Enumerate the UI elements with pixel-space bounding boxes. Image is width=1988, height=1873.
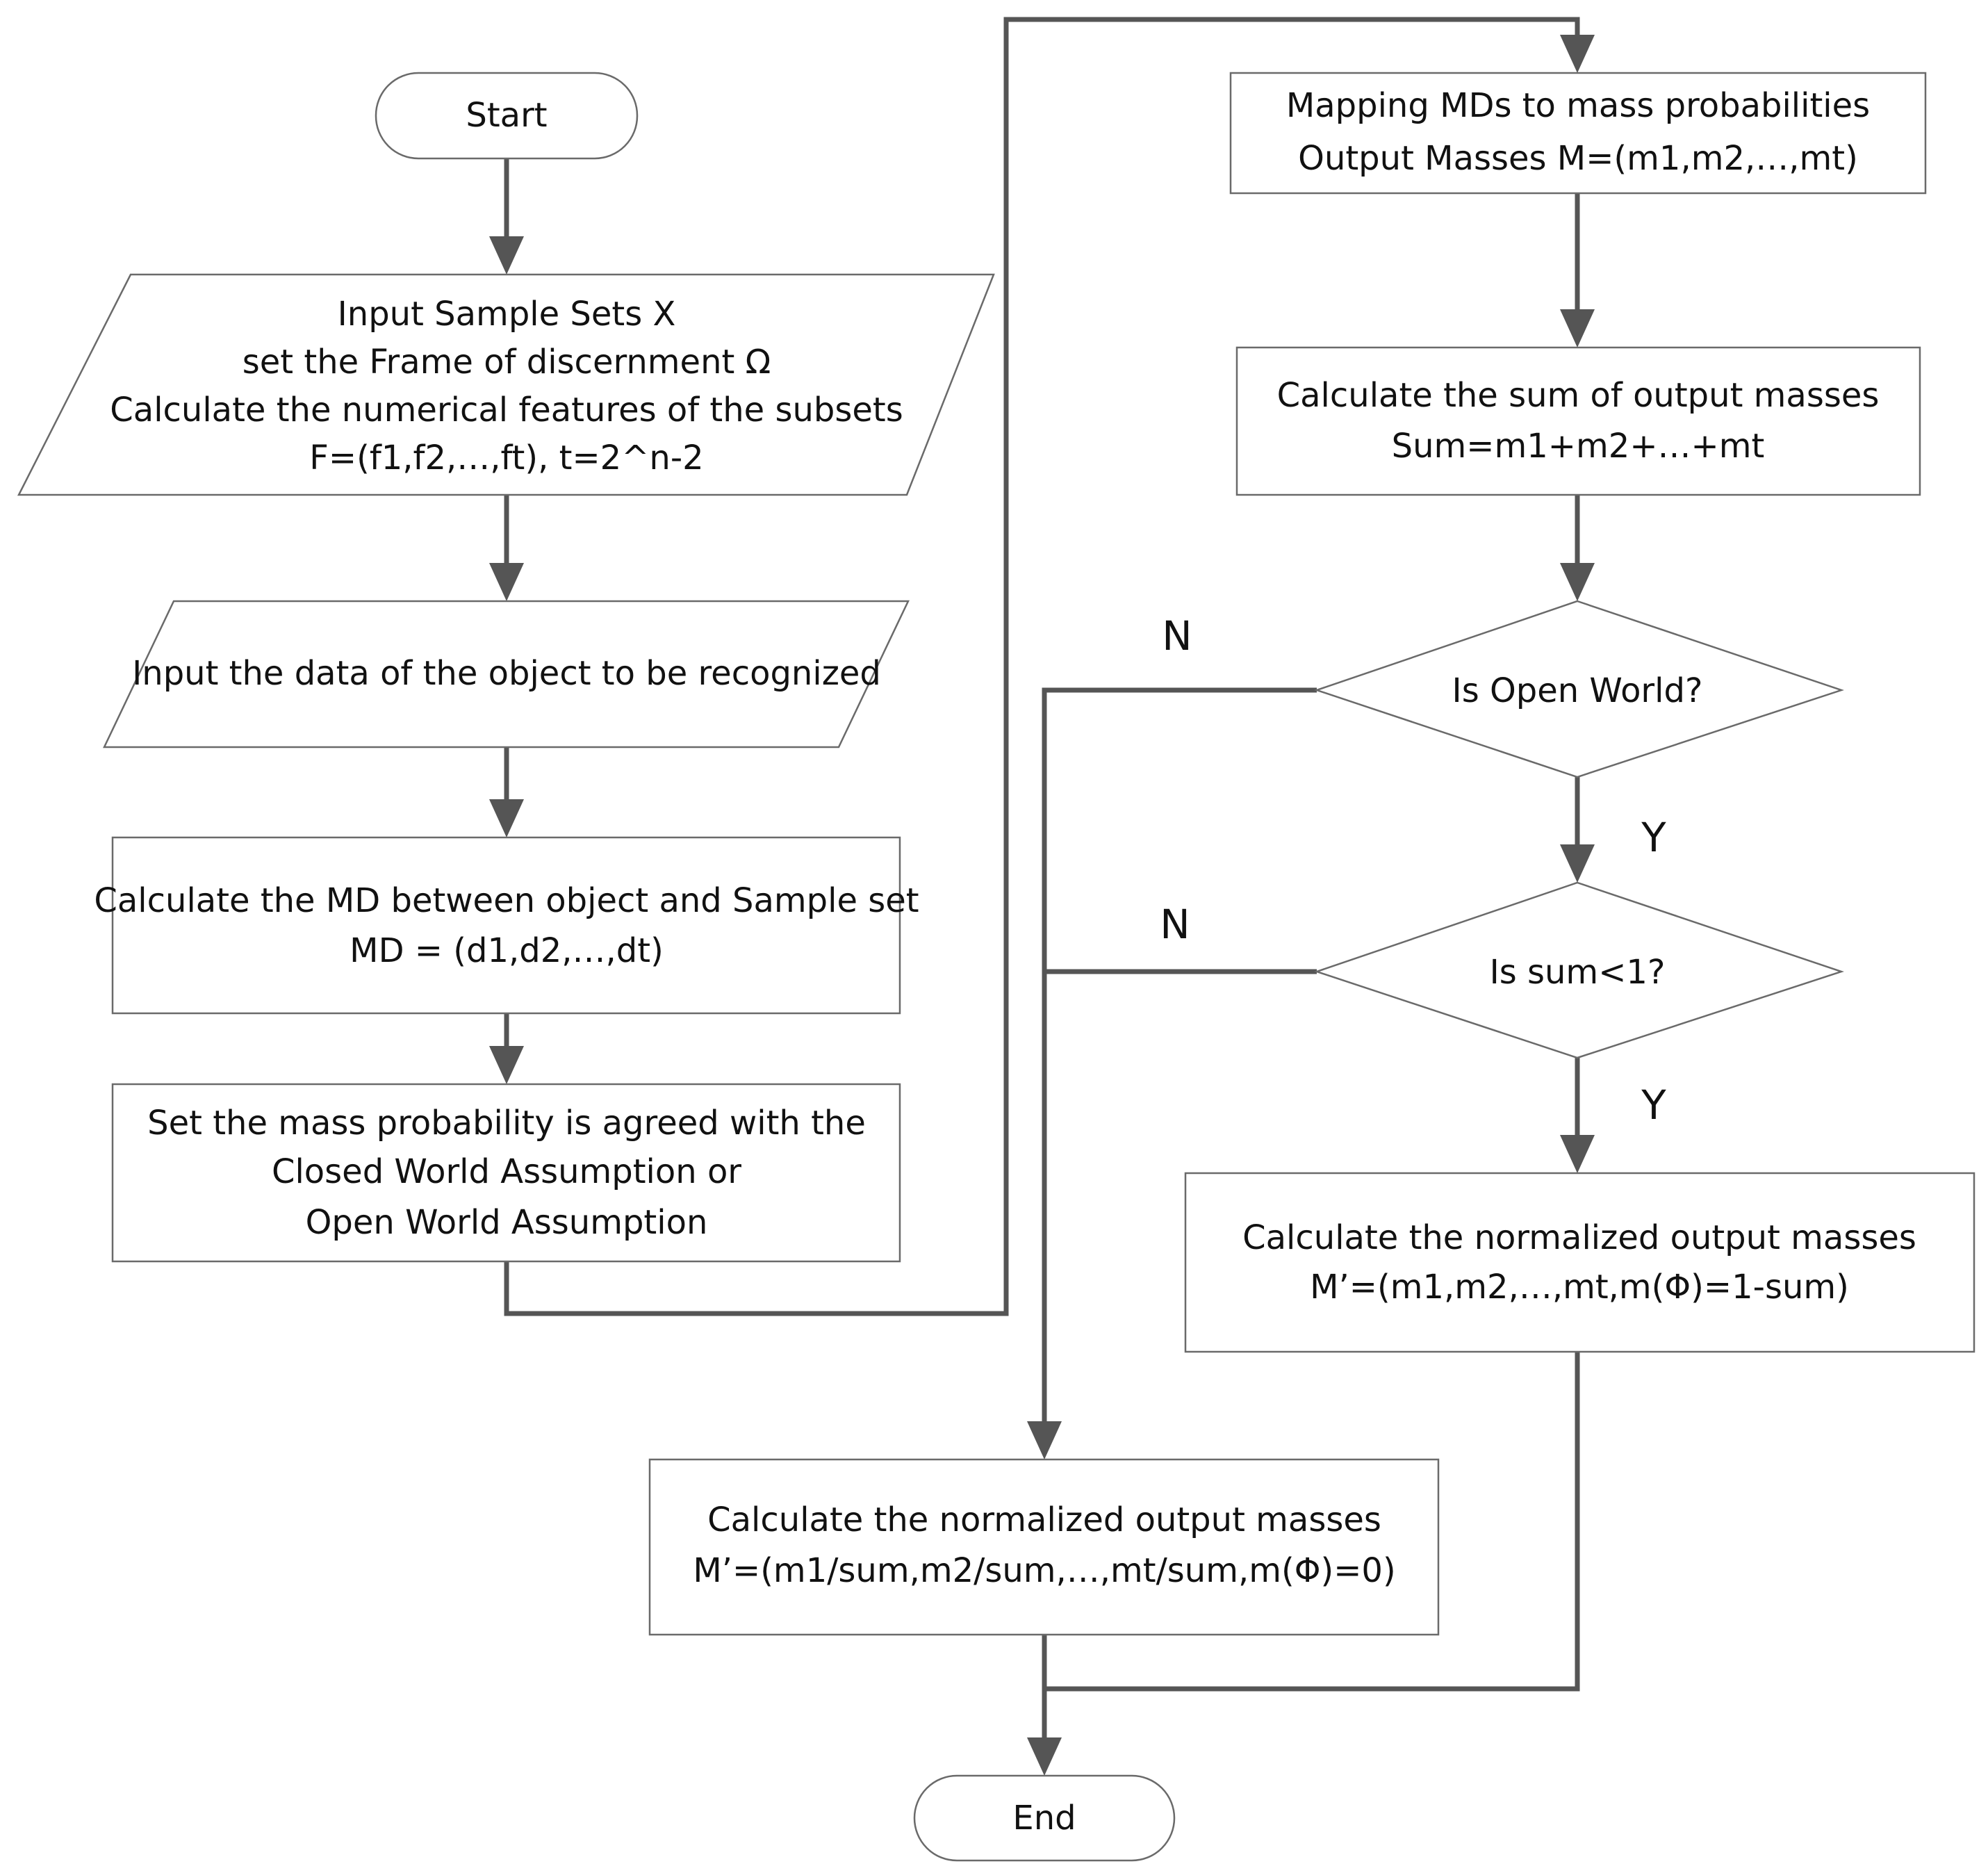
input-sample-sets-line-4: F=(f1,f2,…,ft), t=2^n-2 [309,439,703,477]
open-world-yes-label: Y [1641,814,1666,861]
arrowhead-icon [1560,844,1595,883]
normalized-open-node: Calculate the normalized output masses M… [1184,1172,1975,1353]
input-sample-sets-line-2: set the Frame of discernment Ω [243,343,771,382]
sum-yes-label: Y [1641,1081,1666,1129]
arrowhead-icon [489,563,524,601]
calculate-sum-line-1: Calculate the sum of output masses [1277,376,1880,415]
end-terminal: End [913,1774,1176,1862]
mapping-mds-line-2: Output Masses M=(m1,m2,…,mt) [1298,139,1858,178]
arrowhead-icon [1560,563,1595,601]
normalized-closed-line-1: Calculate the normalized output masses [707,1500,1381,1539]
is-open-world-label: Is Open World? [1452,671,1703,710]
input-object-data-node: Input the data of the object to be recog… [103,600,910,749]
is-sum-lt-1-decision: Is sum<1? [1314,881,1844,1059]
is-sum-lt-1-label: Is sum<1? [1490,953,1666,992]
open-world-no-label: N [1162,612,1192,660]
edge-open-world-no [1042,687,1317,1425]
mapping-mds-line-1: Mapping MDs to mass probabilities [1286,86,1870,125]
set-mass-probability-line-1: Set the mass probability is agreed with … [147,1104,866,1143]
calculate-sum-node: Calculate the sum of output masses Sum=m… [1235,346,1921,496]
input-sample-sets-line-3: Calculate the numerical features of the … [110,391,903,430]
start-label: Start [466,96,547,135]
arrowhead-icon [1560,35,1595,73]
input-sample-sets-node: Input Sample Sets X set the Frame of dis… [17,273,995,496]
edge-open-to-end [1044,1352,1580,1692]
mapping-mds-node: Mapping MDs to mass probabilities Output… [1229,72,1927,195]
calculate-md-line-1: Calculate the MD between object and Samp… [94,881,919,920]
input-object-data-label: Input the data of the object to be recog… [132,654,881,693]
arrowhead-icon [489,236,524,275]
is-open-world-decision: Is Open World? [1314,600,1844,778]
arrowhead-icon [1560,309,1595,347]
normalized-closed-node: Calculate the normalized output masses M… [648,1458,1440,1636]
normalized-open-line-1: Calculate the normalized output masses [1242,1218,1916,1257]
calculate-sum-line-2: Sum=m1+m2+…+mt [1392,427,1765,466]
normalized-closed-line-2: M’=(m1/sum,m2/sum,…,mt/sum,m(Φ)=0) [693,1551,1395,1590]
arrowhead-icon [489,1046,524,1084]
end-label: End [1012,1799,1076,1838]
edge-mass-probability-to-mapping [504,17,1580,1316]
normalized-open-line-2: M’=(m1,m2,…,mt,m(Φ)=1-sum) [1310,1268,1849,1307]
arrowhead-icon [489,799,524,837]
sum-no-label: N [1160,901,1190,948]
set-mass-probability-line-2: Closed World Assumption or [272,1152,741,1191]
set-mass-probability-node: Set the mass probability is agreed with … [111,1083,901,1263]
arrowhead-icon [1560,1135,1595,1173]
arrowhead-icon [1027,1737,1062,1776]
calculate-md-node: Calculate the MD between object and Samp… [94,836,919,1015]
connectors [489,17,1595,1776]
input-sample-sets-line-1: Input Sample Sets X [338,295,676,334]
start-terminal: Start [375,72,639,160]
arrowhead-icon [1027,1421,1062,1459]
calculate-md-line-2: MD = (d1,d2,…,dt) [350,931,664,970]
set-mass-probability-line-3: Open World Assumption [306,1203,708,1242]
